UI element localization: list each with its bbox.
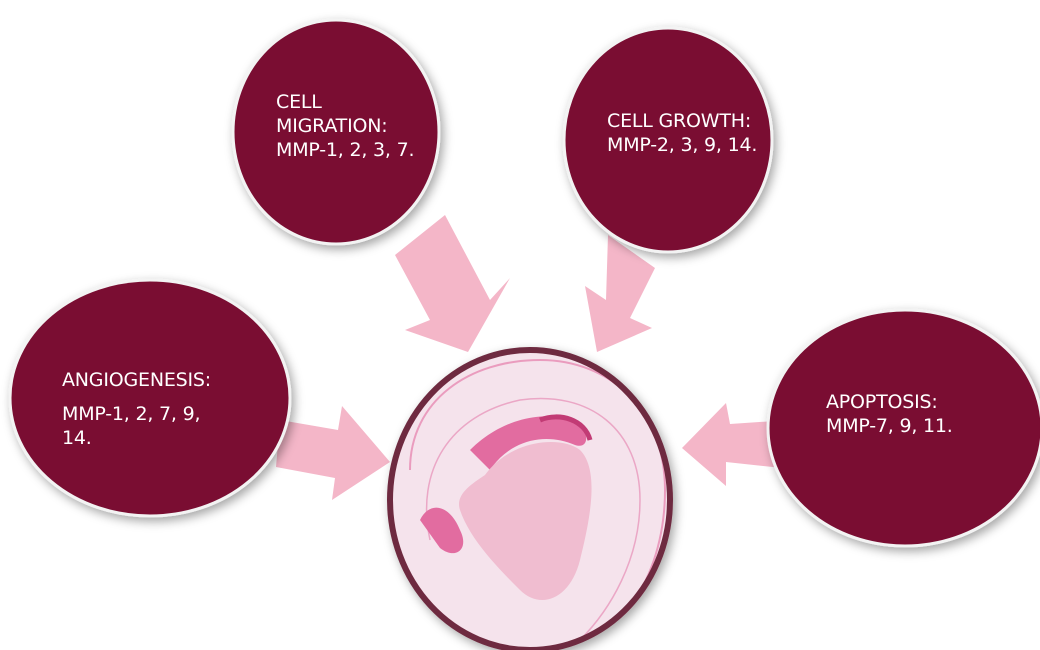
migration-line-2: MIGRATION: <box>276 114 426 138</box>
arrow-angiogenesis <box>276 406 390 500</box>
angiogenesis-line-2: MMP-1, 2, 7, 9, <box>62 402 262 426</box>
label-angiogenesis: ANGIOGENESIS: MMP-1, 2, 7, 9, 14. <box>62 368 262 450</box>
arrow-migration <box>395 215 510 352</box>
histology-image <box>390 350 670 650</box>
migration-line-3: MMP-1, 2, 3, 7. <box>276 138 426 162</box>
migration-line-1: CELL <box>276 90 426 114</box>
arrow-growth <box>585 235 655 352</box>
apoptosis-line-1: APOPTOSIS: <box>826 390 996 414</box>
label-growth: CELL GROWTH: MMP-2, 3, 9, 14. <box>607 109 777 157</box>
label-migration: CELL MIGRATION: MMP-1, 2, 3, 7. <box>276 90 426 162</box>
label-apoptosis: APOPTOSIS: MMP-7, 9, 11. <box>826 390 996 438</box>
apoptosis-line-2: MMP-7, 9, 11. <box>826 414 996 438</box>
angiogenesis-line-3: 14. <box>62 426 262 450</box>
growth-line-2: MMP-2, 3, 9, 14. <box>607 133 777 157</box>
growth-line-1: CELL GROWTH: <box>607 109 777 133</box>
angiogenesis-line-1: ANGIOGENESIS: <box>62 368 262 392</box>
